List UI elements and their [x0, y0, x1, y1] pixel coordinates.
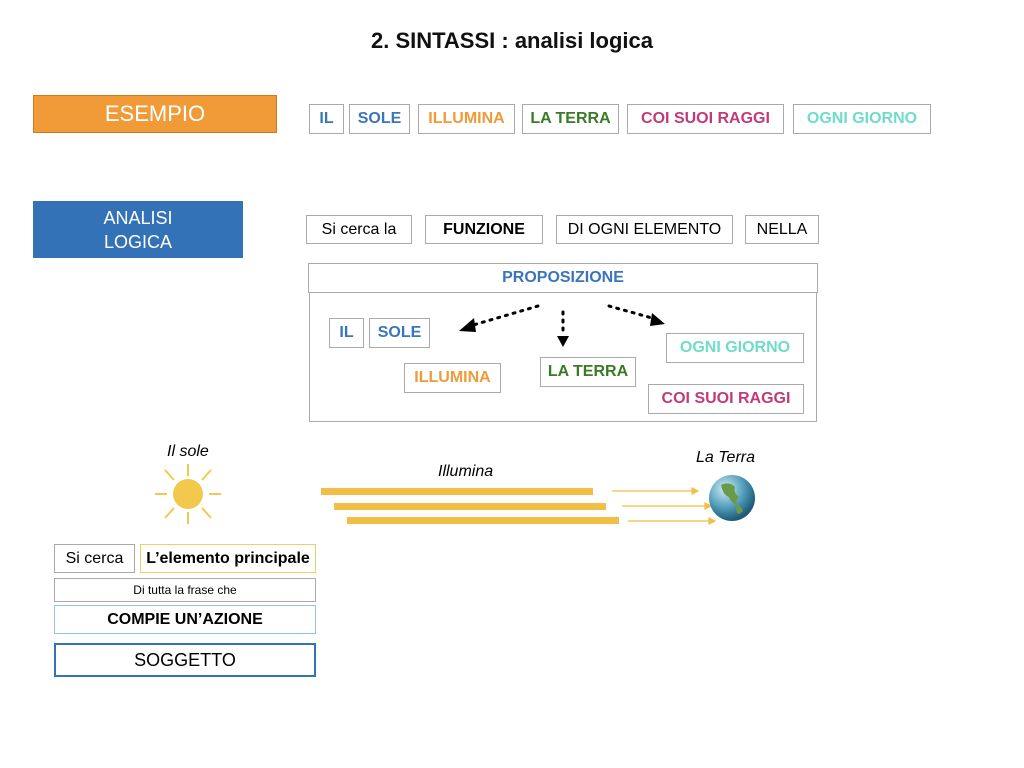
- def-frase: Di tutta la frase che: [54, 578, 316, 602]
- proposition-panel: [309, 292, 817, 422]
- word-il: IL: [309, 104, 344, 134]
- prop-la-terra: LA TERRA: [540, 357, 636, 387]
- sun-label: Il sole: [167, 443, 209, 460]
- analisi-label: ANALISI: [103, 208, 173, 228]
- prop-il: IL: [329, 318, 364, 348]
- sun-icon: [155, 464, 221, 524]
- instr-si-cerca-la: Si cerca la: [306, 215, 412, 244]
- def-si-cerca: Si cerca: [54, 544, 135, 573]
- instr-di-ogni-elemento: DI OGNI ELEMENTO: [556, 215, 733, 244]
- prop-illumina: ILLUMINA: [404, 363, 501, 393]
- word-la-terra: LA TERRA: [522, 104, 619, 134]
- instr-nella: NELLA: [745, 215, 819, 244]
- logica-label: LOGICA: [103, 232, 173, 252]
- word-sole: SOLE: [349, 104, 410, 134]
- def-azione: COMPIE UN’AZIONE: [54, 605, 316, 634]
- word-coi-suoi-raggi: COI SUOI RAGGI: [627, 104, 784, 134]
- esempio-label: ESEMPIO: [33, 95, 277, 133]
- analisi-logica-label: ANALISI LOGICA: [33, 201, 243, 258]
- prop-coi-suoi-raggi: COI SUOI RAGGI: [648, 384, 804, 414]
- earth-icon: [709, 475, 755, 521]
- proposition-header: PROPOSIZIONE: [308, 263, 818, 293]
- word-illumina: ILLUMINA: [418, 104, 515, 134]
- arrow-to-subject: [459, 304, 540, 332]
- def-soggetto: SOGGETTO: [54, 643, 316, 677]
- word-ogni-giorno: OGNI GIORNO: [793, 104, 931, 134]
- arrow-to-complements: [607, 304, 665, 326]
- prop-ogni-giorno: OGNI GIORNO: [666, 333, 804, 363]
- instr-funzione: FUNZIONE: [425, 215, 543, 244]
- verb-label: Illumina: [438, 463, 494, 480]
- prop-sole: SOLE: [369, 318, 430, 348]
- earth-label: La Terra: [696, 449, 755, 466]
- arrow-to-object: [557, 310, 569, 347]
- page-title: 2. SINTASSI : analisi logica: [370, 28, 653, 53]
- def-elemento-principale: L’elemento principale: [140, 544, 316, 573]
